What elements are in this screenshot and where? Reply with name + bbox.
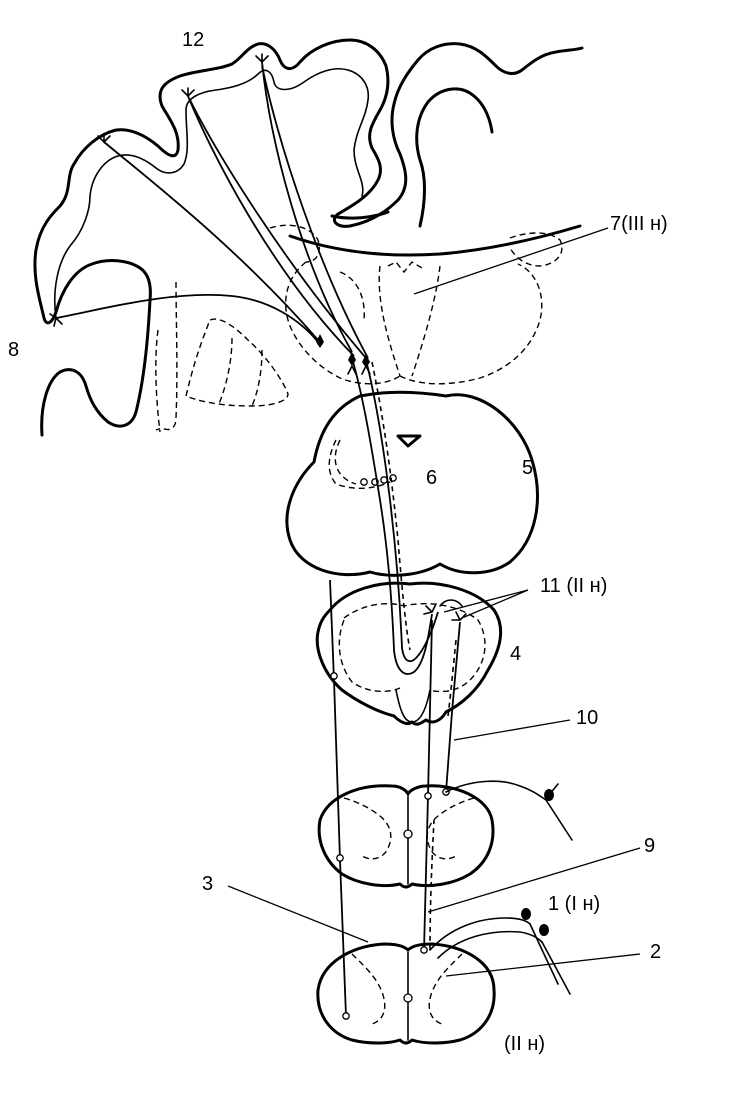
cortical-endings [49,53,269,327]
spinal-cord-cervical [317,784,495,889]
thalamus [269,224,563,385]
label-6: 6 [426,467,437,489]
medulla-nuclei-endings [423,599,467,621]
leader-lines [227,227,641,977]
label-1: 1 (I н) [548,893,600,915]
label-9: 9 [644,835,655,857]
pons-inner-nucleus [328,439,391,489]
label-8: 8 [8,339,19,361]
pons-dashed-fiber [334,439,357,485]
cerebral-cortex [33,38,584,437]
cortex-inner-boundary [53,67,370,319]
label-11: 11 (II н) [540,575,607,597]
ascending-tracts [329,579,461,1017]
pons [285,390,539,577]
dorsal-root-lower [429,908,571,995]
label-7: 7(III н) [610,213,668,235]
label-12: 12 [182,29,204,51]
label-4: 4 [510,643,521,665]
spinal-cord-lower [316,942,496,1045]
label-2: 2 [650,941,661,963]
label-5: 5 [522,457,533,479]
dorsal-root-upper [445,780,573,841]
thalamocortical-fibers [55,61,369,359]
labels: 12 7(III н) 8 6 5 11 (II н) 4 10 9 3 1 (… [8,29,668,1055]
fourth-ventricle [396,434,422,448]
label-3: 3 [202,873,213,895]
corpus-callosum [288,224,582,257]
label-2n: (II н) [504,1033,545,1055]
label-10: 10 [576,707,598,729]
medial-lemniscus-loop [351,357,439,675]
basal-ganglia [155,281,289,433]
tract-nodes [330,672,450,1020]
